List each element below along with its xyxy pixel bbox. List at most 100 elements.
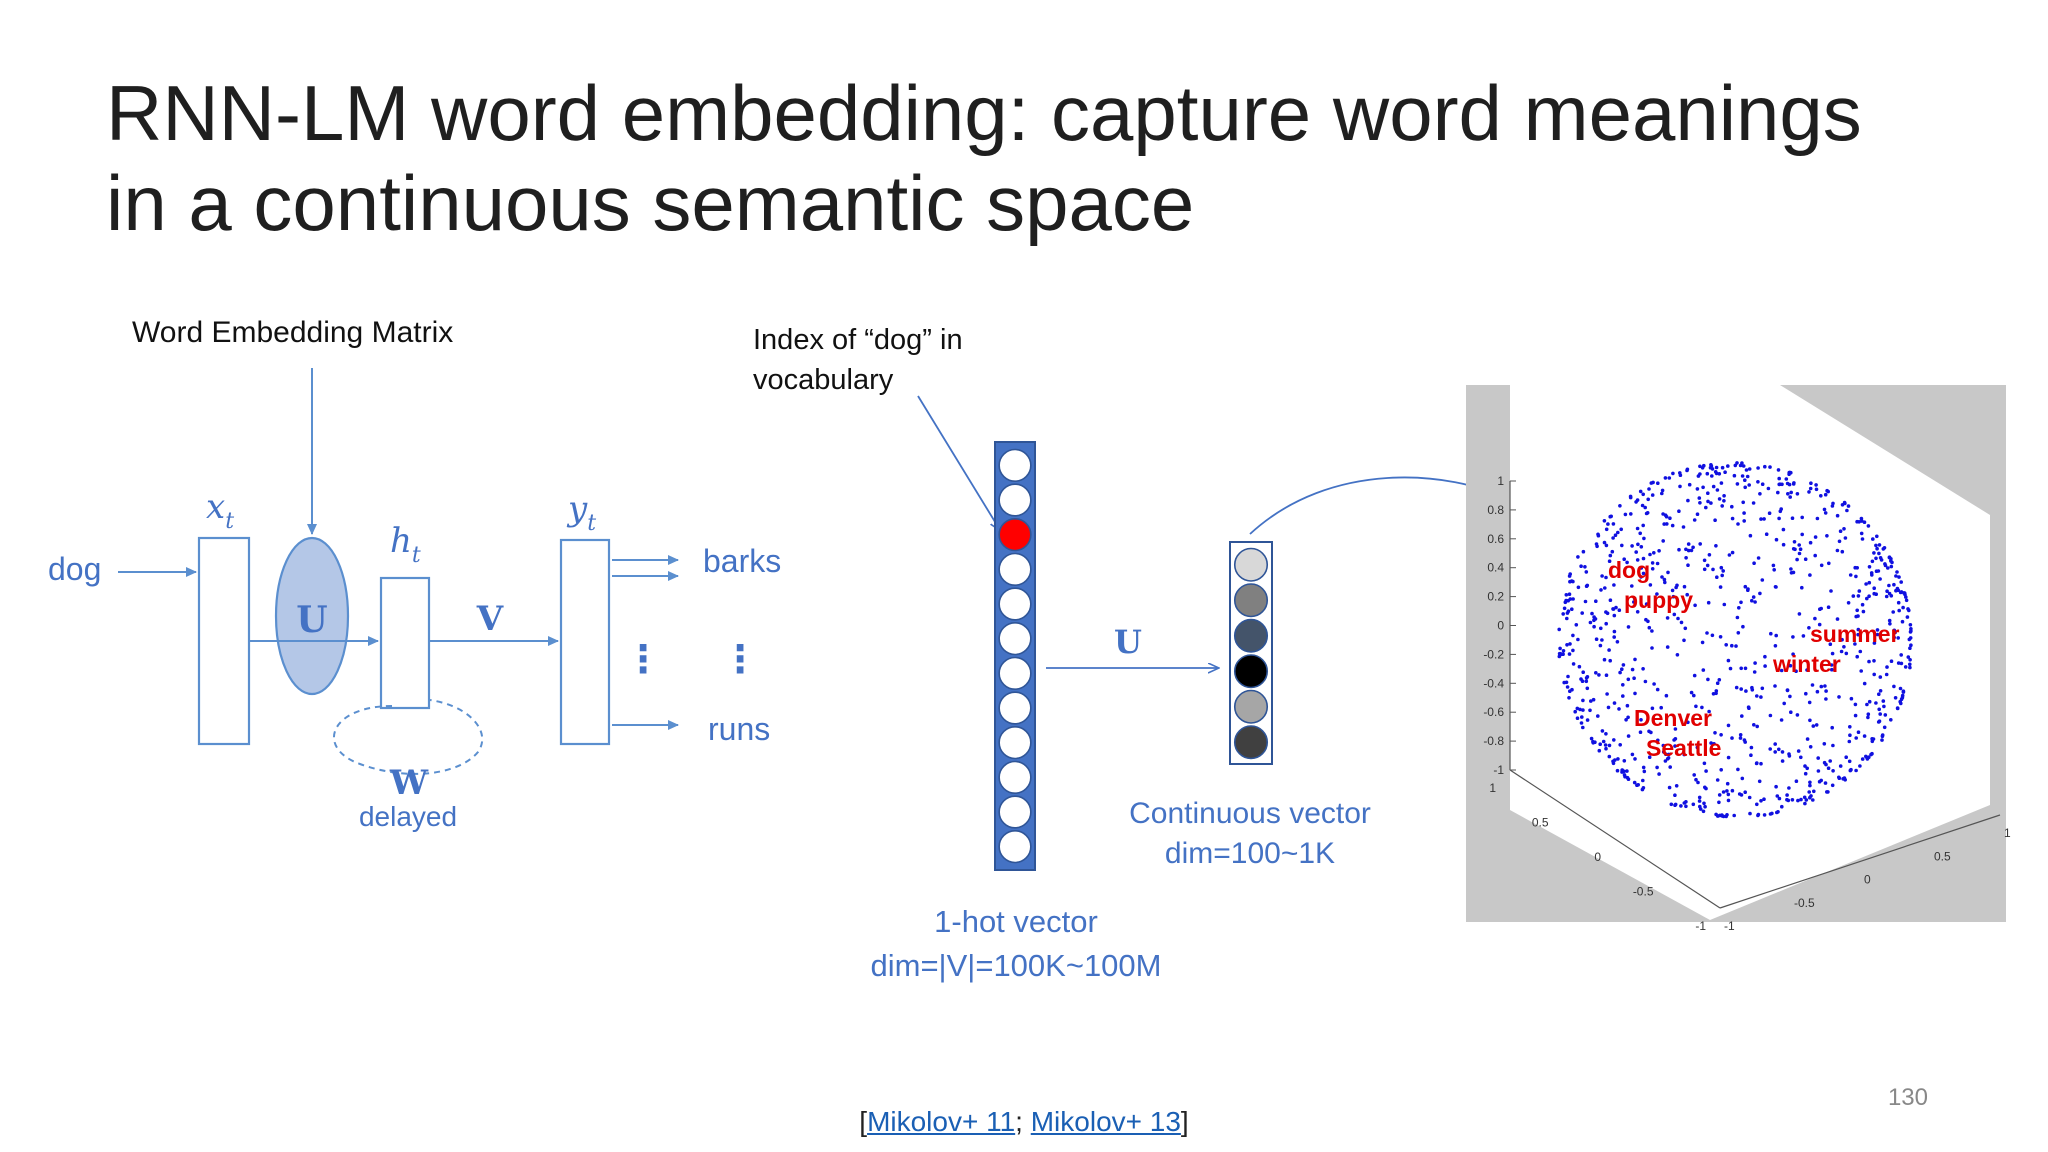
scatter-point bbox=[1666, 570, 1670, 575]
scatter-point bbox=[1584, 584, 1589, 588]
scatter-point bbox=[1874, 543, 1878, 548]
scatter-point bbox=[1808, 745, 1813, 749]
onehot-cell-3 bbox=[998, 552, 1032, 586]
continuous-cell-5 bbox=[1233, 725, 1269, 760]
scatter-point bbox=[1749, 745, 1754, 750]
scatter-point bbox=[1628, 494, 1633, 499]
scatter-point bbox=[1665, 522, 1669, 526]
scatter-point bbox=[1646, 619, 1650, 624]
scatter-point bbox=[1785, 688, 1790, 692]
scatter-point bbox=[1630, 584, 1634, 588]
scatter-point bbox=[1788, 694, 1792, 699]
scatter-point bbox=[1895, 570, 1899, 574]
scatter-point bbox=[1876, 569, 1881, 573]
scatter-point bbox=[1589, 699, 1593, 703]
scatter-point bbox=[1759, 695, 1763, 699]
scatter-point bbox=[1585, 718, 1590, 722]
scatter-point bbox=[1743, 584, 1748, 589]
scatter-point bbox=[1827, 561, 1831, 566]
scatter-point bbox=[1607, 754, 1612, 759]
scatter-point bbox=[1892, 684, 1896, 689]
scatter-point bbox=[1650, 567, 1655, 571]
scatter-point bbox=[1667, 752, 1671, 757]
scatter-point bbox=[1730, 504, 1734, 509]
scatter-point bbox=[1580, 715, 1584, 719]
scatter-point bbox=[1594, 599, 1598, 603]
scatter-point bbox=[1711, 692, 1716, 696]
scatter-point bbox=[1758, 492, 1762, 496]
scatter-point bbox=[1685, 592, 1689, 597]
scatter-point bbox=[1622, 557, 1626, 561]
scatter-point bbox=[1579, 721, 1584, 725]
scatter-point bbox=[1753, 600, 1757, 604]
y-tick-label: 0 bbox=[1864, 873, 1871, 887]
x-tick-label: -1 bbox=[1695, 919, 1706, 933]
scatter-point bbox=[1773, 750, 1777, 754]
scatter-point bbox=[1652, 551, 1656, 555]
scatter-point bbox=[1760, 686, 1765, 691]
scatter-point bbox=[1568, 642, 1572, 646]
scatter-point bbox=[1620, 667, 1624, 671]
delayed-label: delayed bbox=[359, 801, 457, 832]
scatter-point bbox=[1704, 769, 1708, 773]
scatter-point bbox=[1600, 729, 1605, 733]
scatter-point bbox=[1893, 630, 1897, 635]
scatter-point bbox=[1790, 516, 1795, 520]
scatter-point bbox=[1889, 718, 1893, 722]
scatter-point bbox=[1670, 523, 1675, 528]
scatter-point bbox=[1882, 704, 1886, 709]
scatter-point bbox=[1741, 464, 1746, 468]
scatter-point bbox=[1713, 731, 1717, 735]
scatter-point bbox=[1854, 736, 1858, 740]
scatter-point bbox=[1720, 573, 1724, 578]
scatter-point bbox=[1797, 543, 1801, 547]
scatter-point bbox=[1565, 685, 1570, 689]
scatter-point bbox=[1840, 637, 1844, 642]
scatter-point bbox=[1634, 550, 1638, 554]
scatter-point bbox=[1612, 635, 1616, 639]
scatter-point bbox=[1877, 692, 1881, 696]
scatter-point bbox=[1768, 713, 1773, 718]
scatter-point bbox=[1861, 609, 1866, 614]
scatter-point bbox=[1862, 681, 1867, 686]
scatter-point bbox=[1862, 734, 1867, 738]
scatter-point bbox=[1889, 659, 1894, 663]
scatter-point bbox=[1592, 618, 1596, 623]
scatter-point bbox=[1759, 799, 1763, 803]
scatter-point bbox=[1564, 680, 1569, 685]
citation-link-mikolov-13[interactable]: Mikolov+ 13 bbox=[1030, 1106, 1181, 1137]
scatter-point bbox=[1701, 485, 1705, 490]
scatter-point bbox=[1730, 736, 1734, 740]
scatter-point bbox=[1738, 736, 1743, 740]
scatter-point bbox=[1884, 594, 1889, 599]
scatter-point bbox=[1697, 795, 1702, 800]
scatter-point bbox=[1661, 512, 1665, 516]
scatter-point bbox=[1835, 617, 1840, 621]
scatter-point bbox=[1619, 527, 1623, 532]
scatter-point bbox=[1725, 813, 1729, 817]
word-embedding-matrix-caption: Word Embedding Matrix bbox=[132, 316, 453, 349]
scatter-point bbox=[1670, 588, 1675, 593]
scatter-point bbox=[1846, 504, 1851, 508]
scatter-point bbox=[1647, 625, 1652, 630]
scatter-point bbox=[1617, 608, 1622, 612]
scatter-point bbox=[1629, 512, 1633, 516]
scatter-point bbox=[1722, 499, 1726, 503]
scatter-point bbox=[1874, 592, 1878, 596]
scatter-point bbox=[1616, 757, 1620, 761]
scatter-point bbox=[1809, 481, 1813, 486]
scatter-point bbox=[1602, 540, 1607, 545]
scatter-point bbox=[1604, 621, 1608, 626]
scatter-point bbox=[1902, 591, 1907, 595]
scatter-point bbox=[1601, 739, 1606, 744]
scatter-point bbox=[1872, 659, 1876, 663]
citation-link-mikolov-11[interactable]: Mikolov+ 11 bbox=[867, 1106, 1016, 1137]
scatter-point bbox=[1828, 759, 1832, 763]
scatter-point bbox=[1872, 672, 1876, 677]
scatter-point bbox=[1815, 516, 1820, 521]
scatter-point bbox=[1692, 693, 1696, 698]
scatter-point bbox=[1792, 481, 1796, 485]
scatter-point bbox=[1857, 589, 1862, 593]
scatter-point bbox=[1600, 574, 1604, 578]
